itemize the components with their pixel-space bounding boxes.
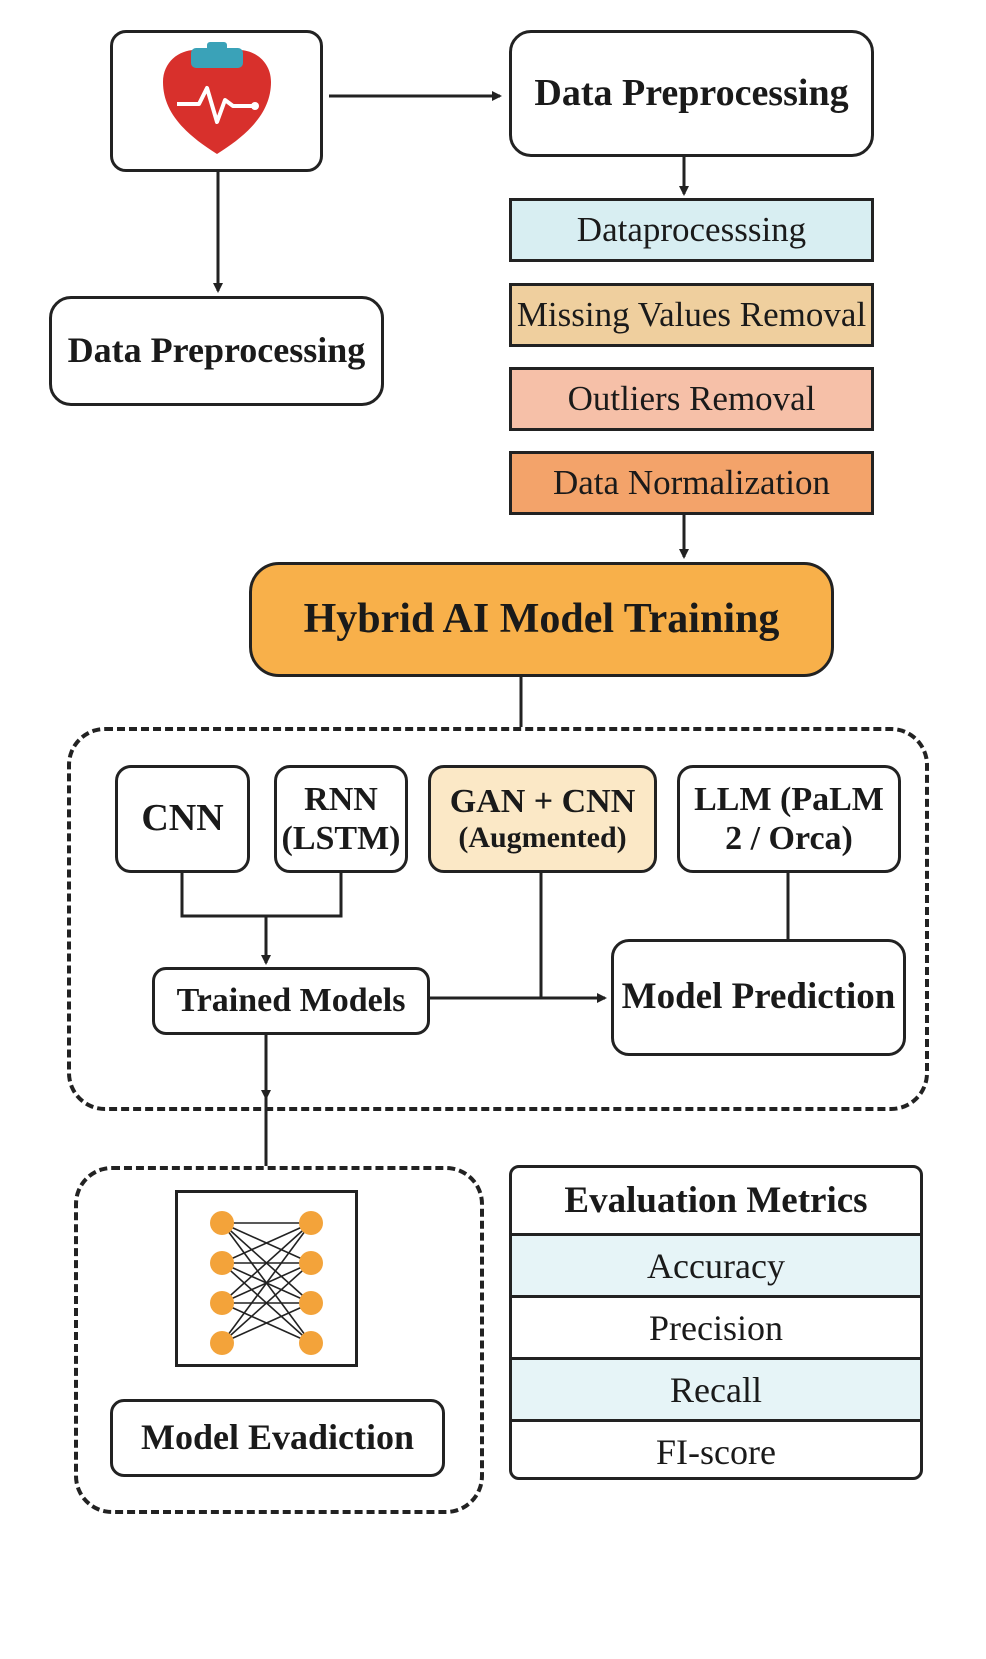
metrics-title: Evaluation Metrics	[564, 1180, 868, 1221]
neural-network-frame	[175, 1190, 358, 1367]
metric-f1-score: FI-score	[512, 1419, 920, 1477]
trained-models-node: Trained Models	[152, 967, 430, 1035]
data-preprocessing-top: Data Preprocessing	[509, 30, 874, 157]
evaluation-group	[74, 1166, 484, 1514]
step-dataprocessing: Dataprocesssing	[509, 198, 874, 262]
step-data-normalization: Data Normalization	[509, 451, 874, 515]
llm-node: LLM (PaLM 2 / Orca)	[677, 765, 901, 873]
metric-precision: Precision	[512, 1295, 920, 1357]
evaluation-metrics-table: Evaluation Metrics Accuracy Precision Re…	[509, 1165, 923, 1480]
heart-monitor-icon	[162, 42, 271, 154]
model-evaluation-node: Model Evadiction	[110, 1399, 445, 1477]
metric-recall: Recall	[512, 1357, 920, 1419]
cnn-node: CNN	[115, 765, 250, 873]
rnn-lstm-node: RNN (LSTM)	[274, 765, 408, 873]
model-prediction-node: Model Prediction	[611, 939, 906, 1056]
models-group	[67, 727, 929, 1111]
step-outliers-removal: Outliers Removal	[509, 367, 874, 431]
lstm-label: (LSTM)	[281, 820, 401, 857]
rnn-label: RNN	[304, 780, 378, 818]
step-missing-values-removal: Missing Values Removal	[509, 283, 874, 347]
metric-accuracy: Accuracy	[512, 1233, 920, 1295]
line-cnn-rnn-merge	[180, 873, 343, 918]
hybrid-ai-model-training: Hybrid AI Model Training	[249, 562, 834, 677]
llm-label: LLM (PaLM	[694, 780, 884, 818]
data-preprocessing-left: Data Preprocessing	[49, 296, 384, 406]
neural-network-icon	[210, 1211, 323, 1355]
gan-cnn-label: GAN + CNN	[449, 783, 636, 821]
augmented-label: (Augmented)	[458, 821, 627, 855]
gan-cnn-node: GAN + CNN (Augmented)	[428, 765, 657, 873]
heart-icon-box	[110, 30, 323, 172]
llm-model-label: 2 / Orca)	[725, 820, 853, 857]
